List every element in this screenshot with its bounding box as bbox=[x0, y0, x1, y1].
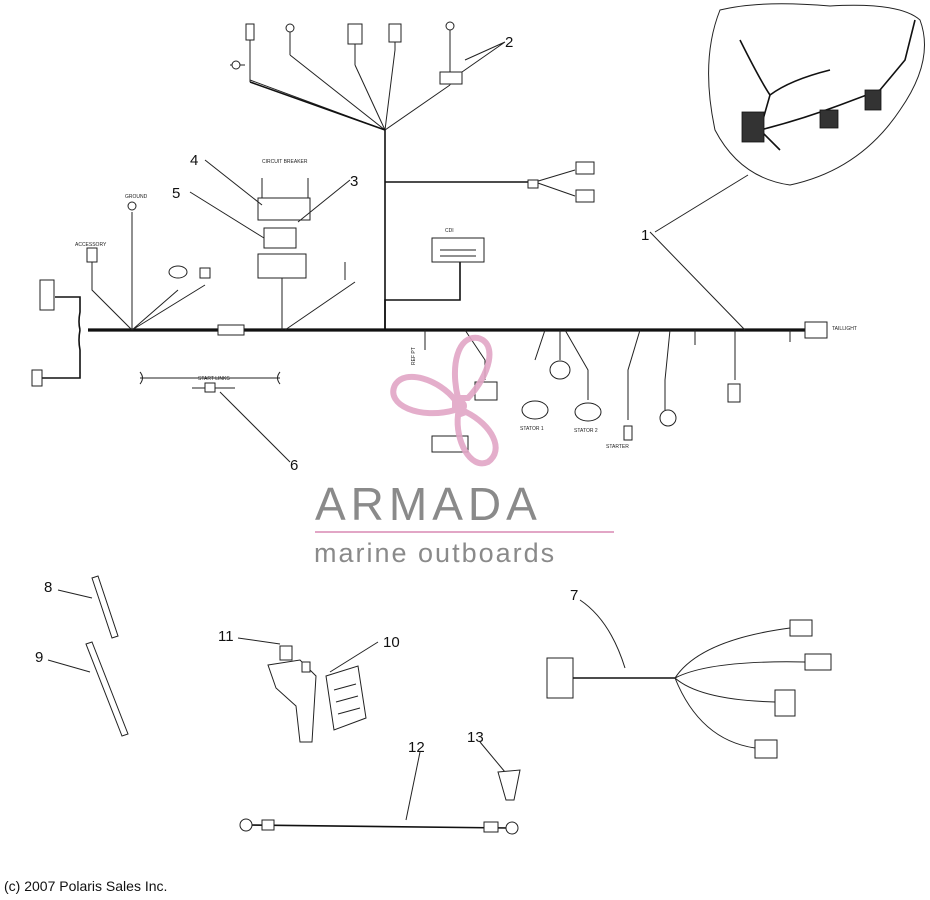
harness-inset bbox=[654, 3, 925, 233]
start-link-part bbox=[139, 371, 281, 393]
callout-7: 7 bbox=[570, 587, 578, 604]
watermark-tagline: marine outboards bbox=[314, 538, 556, 568]
svg-text:TAILLIGHT: TAILLIGHT bbox=[832, 326, 857, 332]
cable-tie-8 bbox=[91, 575, 119, 639]
svg-text:ACCESSORY: ACCESSORY bbox=[75, 242, 107, 248]
battery-cable-12 bbox=[247, 824, 511, 829]
callout-3: 3 bbox=[350, 173, 358, 190]
callout-1: 1 bbox=[641, 227, 649, 244]
main-harness: CIRCUIT BREAKER REF PT STARTER START LIN… bbox=[31, 21, 857, 453]
svg-text:REF PT: REF PT bbox=[411, 347, 417, 365]
callout-6: 6 bbox=[290, 457, 298, 474]
callout-10: 10 bbox=[383, 634, 400, 651]
callout-2: 2 bbox=[505, 34, 513, 51]
harness-7-plug bbox=[546, 657, 574, 699]
callout-8: 8 bbox=[44, 579, 52, 596]
svg-text:STARTER: STARTER bbox=[606, 444, 629, 450]
screw-11 bbox=[279, 645, 293, 661]
watermark-brand: ARMADA bbox=[315, 478, 542, 530]
svg-text:CDI: CDI bbox=[445, 228, 454, 234]
callout-numbers: 1 2 3 4 5 6 7 8 9 10 11 12 13 bbox=[35, 34, 649, 756]
callout-5: 5 bbox=[172, 185, 180, 202]
svg-text:STATOR 1: STATOR 1 bbox=[520, 426, 544, 432]
svg-text:START LINKS: START LINKS bbox=[198, 376, 230, 382]
callout-4: 4 bbox=[190, 152, 198, 169]
svg-text:STATOR 2: STATOR 2 bbox=[574, 428, 598, 434]
svg-text:CIRCUIT BREAKER: CIRCUIT BREAKER bbox=[262, 159, 308, 165]
armada-logo bbox=[390, 334, 499, 467]
copyright-text: (c) 2007 Polaris Sales Inc. bbox=[4, 878, 167, 894]
boot-13 bbox=[497, 769, 521, 801]
box-10 bbox=[325, 665, 367, 731]
svg-text:GROUND: GROUND bbox=[125, 194, 148, 200]
callout-9: 9 bbox=[35, 649, 43, 666]
callout-12: 12 bbox=[408, 739, 425, 756]
lower-parts bbox=[85, 575, 832, 835]
callout-13: 13 bbox=[467, 729, 484, 746]
leader-lines bbox=[47, 41, 746, 821]
callout-11: 11 bbox=[218, 628, 234, 645]
cable-tie-9 bbox=[85, 641, 129, 737]
